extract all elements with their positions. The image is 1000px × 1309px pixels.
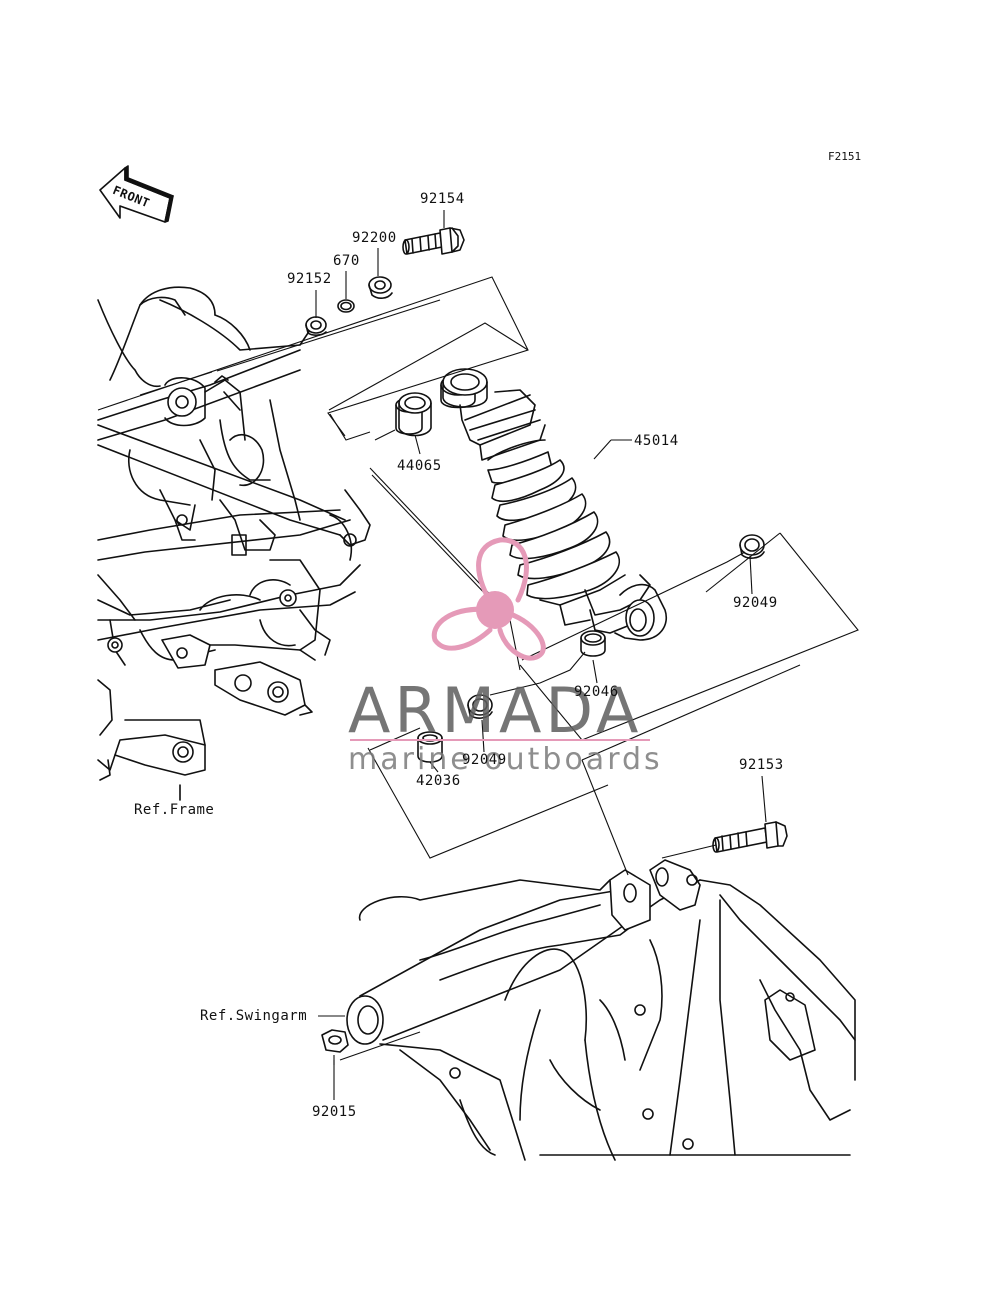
frame-drawing: [98, 287, 370, 800]
part-label-45014[interactable]: 45014: [634, 433, 679, 449]
part-label-92153[interactable]: 92153: [739, 757, 784, 773]
part-label-670[interactable]: 670: [333, 253, 360, 269]
part-92153-bolt: [713, 822, 787, 852]
front-arrow-icon: [100, 166, 173, 222]
part-label-92046[interactable]: 92046: [574, 684, 619, 700]
swingarm-drawing: [347, 860, 855, 1160]
part-44065-bushing: [396, 393, 431, 436]
watermark-subtitle: marine outboards: [348, 742, 663, 777]
part-label-92152[interactable]: 92152: [287, 271, 332, 287]
reference-swingarm-label[interactable]: Ref.Swingarm: [200, 1008, 308, 1024]
part-label-92049-right[interactable]: 92049: [733, 595, 778, 611]
part-label-42036[interactable]: 42036: [416, 773, 461, 789]
reference-frame-label[interactable]: Ref.Frame: [134, 802, 215, 818]
watermark-title: ARMADA: [348, 674, 643, 747]
figure-code: F2151: [828, 150, 862, 163]
part-label-92049-lower[interactable]: 92049: [462, 752, 507, 768]
part-label-92200[interactable]: 92200: [352, 230, 397, 246]
shock-absorber-drawing: [441, 369, 666, 640]
part-label-44065[interactable]: 44065: [397, 458, 442, 474]
part-label-92015[interactable]: 92015: [312, 1104, 357, 1120]
part-670-ring: [338, 300, 354, 312]
part-92046-bearing: [581, 631, 605, 656]
armada-logo-icon: [434, 540, 543, 658]
part-92049-lower-seal: [468, 695, 492, 718]
part-label-92154[interactable]: 92154: [420, 191, 465, 207]
part-92015-nut: [322, 1030, 348, 1052]
part-92200-washer: [369, 277, 392, 298]
part-92154-bolt: [403, 228, 464, 254]
